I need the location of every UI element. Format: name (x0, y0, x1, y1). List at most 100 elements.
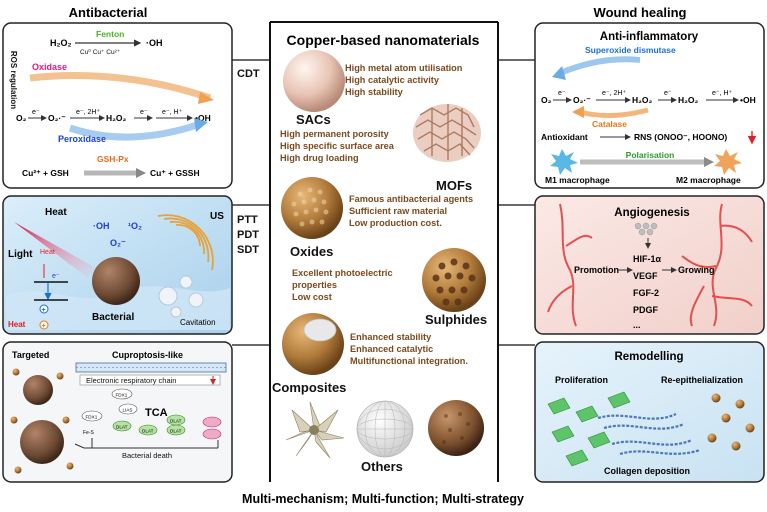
sacs-prop-3: High stability (345, 87, 404, 97)
hole-dot-1 (39, 304, 49, 314)
angio-factor-2: VEGF (633, 271, 658, 281)
np-dot-5 (66, 462, 74, 470)
etc-label: Electronic respiratory chain (86, 376, 176, 385)
remod-reepi: Re-epithelialization (661, 375, 743, 385)
us-wave-1 (175, 224, 201, 247)
bubble-1 (158, 286, 178, 306)
us-wave-4 (157, 214, 214, 271)
dlat-text-4: DLAT (170, 418, 182, 423)
heat-beam (14, 222, 96, 278)
cu-gssh: Cu⁺ + GSSH (150, 168, 200, 178)
inflam-o2: O₂ (541, 95, 552, 105)
header-antibacterial: Antibacterial (69, 5, 148, 20)
sulphides-name: Sulphides (425, 312, 487, 327)
header-copper-nanomaterials: Copper-based nanomaterials (287, 32, 480, 48)
inflam-h2o2-2: H₂O₂ (678, 95, 699, 105)
ptt-electron: e⁻ (52, 273, 60, 280)
np-dot-6 (14, 466, 22, 474)
others-rough-sphere (428, 400, 484, 456)
cdt-h2o2: H₂O₂ (50, 38, 72, 48)
panel-targeted: Targeted Cuproptosis-like Electronic res… (2, 341, 233, 483)
lias-text: LIAS (123, 407, 133, 412)
oxides-prop-1: Famous antibacterial agents (349, 194, 473, 204)
m1-macrophage-shape (550, 149, 578, 175)
np-dot-2 (56, 372, 64, 380)
np-dot-1 (12, 368, 20, 376)
oxidase-band (29, 72, 212, 102)
rns-label: RNS (ONOO⁻, HOONO) (634, 132, 727, 142)
target-bacterium-2 (20, 420, 64, 464)
sod-band-head (552, 66, 566, 80)
remod-title: Remodelling (614, 351, 683, 363)
sod-band (556, 56, 641, 77)
cdt-e-1: e⁻ (32, 109, 40, 116)
sulphides-sphere (422, 248, 486, 312)
target-to-death-arrow (74, 443, 85, 449)
bubble-3 (188, 292, 204, 308)
m1-label: M1 macrophage (545, 175, 610, 185)
sulphides-prop-1: Excellent photoelectric (292, 268, 393, 278)
cdt-oh: ·OH (146, 38, 163, 48)
oxidase-band-head (198, 92, 214, 104)
peroxidase-label: Peroxidase (58, 134, 106, 144)
m2-macrophage-shape (714, 149, 742, 175)
composites-prop-2: Enhanced catalytic (350, 344, 433, 354)
oxides-name: Oxides (290, 244, 333, 259)
oxides-prop-3: Low production cost. (349, 218, 442, 228)
others-name: Others (361, 459, 403, 474)
sacs-prop-1: High metal atom utilisation (345, 63, 463, 73)
ptt-oh: ·OH (93, 221, 110, 231)
hole-plus-2: + (42, 323, 46, 330)
catalase-label: Catalase (592, 119, 627, 129)
inflam-eh: e⁻, H⁺ (712, 90, 733, 97)
mechanism-sdt: SDT (237, 244, 259, 256)
vessel-left (547, 203, 593, 327)
lias-node (118, 403, 138, 415)
bubble-2 (179, 275, 193, 289)
angio-promotion: Promotion (574, 265, 619, 275)
dlat-text-3: DLAT (170, 428, 182, 433)
dlat-node-1 (138, 424, 158, 436)
sod-label: Superoxide dismutase (585, 45, 676, 55)
composites-prop-1: Enhanced stability (350, 332, 432, 342)
remod-proliferation: Proliferation (555, 375, 608, 385)
others-flower (285, 401, 345, 459)
stress-protein-1 (202, 416, 222, 428)
mechanism-cdt: CDT (237, 68, 260, 80)
header-wound-healing: Wound healing (594, 5, 687, 20)
panel-angio-frame (534, 195, 765, 335)
inflam-o2r: O₂·⁻ (573, 95, 591, 105)
cdt-e-2: e⁻ (140, 109, 148, 116)
fdx1-node-left (81, 410, 103, 422)
dlat-text-2: DLAT (116, 424, 128, 429)
angio-factor-5: ... (633, 320, 641, 330)
peroxidase-band-head (194, 118, 208, 132)
etc-label-box (79, 374, 221, 386)
dlat-text-1: DLAT (142, 428, 154, 433)
etc-membrane (75, 362, 227, 373)
cu-states: Cu⁰ Cu⁺ Cu²⁺ (80, 48, 121, 56)
fibroblast-cells (547, 391, 631, 467)
angio-factor-4: PDGF (633, 305, 659, 315)
polarisation-label: Polarisation (626, 150, 675, 160)
inflam-oh: •OH (740, 95, 756, 105)
sulphides-prop-2: properties (292, 280, 337, 290)
peroxidase-band (68, 120, 202, 141)
m2-label: M2 macrophage (676, 175, 741, 185)
angio-factor-1: HIF-1α (633, 254, 662, 264)
bubble-4 (170, 306, 182, 318)
catalase-band-head (572, 106, 584, 118)
gsh-arrow-head (136, 168, 146, 178)
composites-core (303, 318, 337, 342)
cuproptosis-label: Cuproptosis-like (112, 350, 183, 360)
ptt-light: Light (8, 249, 33, 260)
panel-remod-frame (534, 341, 765, 483)
ptt-bacterial: Bacterial (92, 312, 134, 323)
remod-collagen: Collagen deposition (604, 466, 690, 476)
inflam-e2h: e⁻, 2H⁺ (602, 90, 626, 97)
fdx1-node-top (111, 388, 133, 400)
cdt-eh: e⁻, H⁺ (162, 109, 183, 116)
panel-cdt: ROS regulation H₂O₂ Fenton Cu⁰ Cu⁺ Cu²⁺ … (2, 22, 233, 189)
inflam-e-1: e⁻ (558, 90, 566, 97)
